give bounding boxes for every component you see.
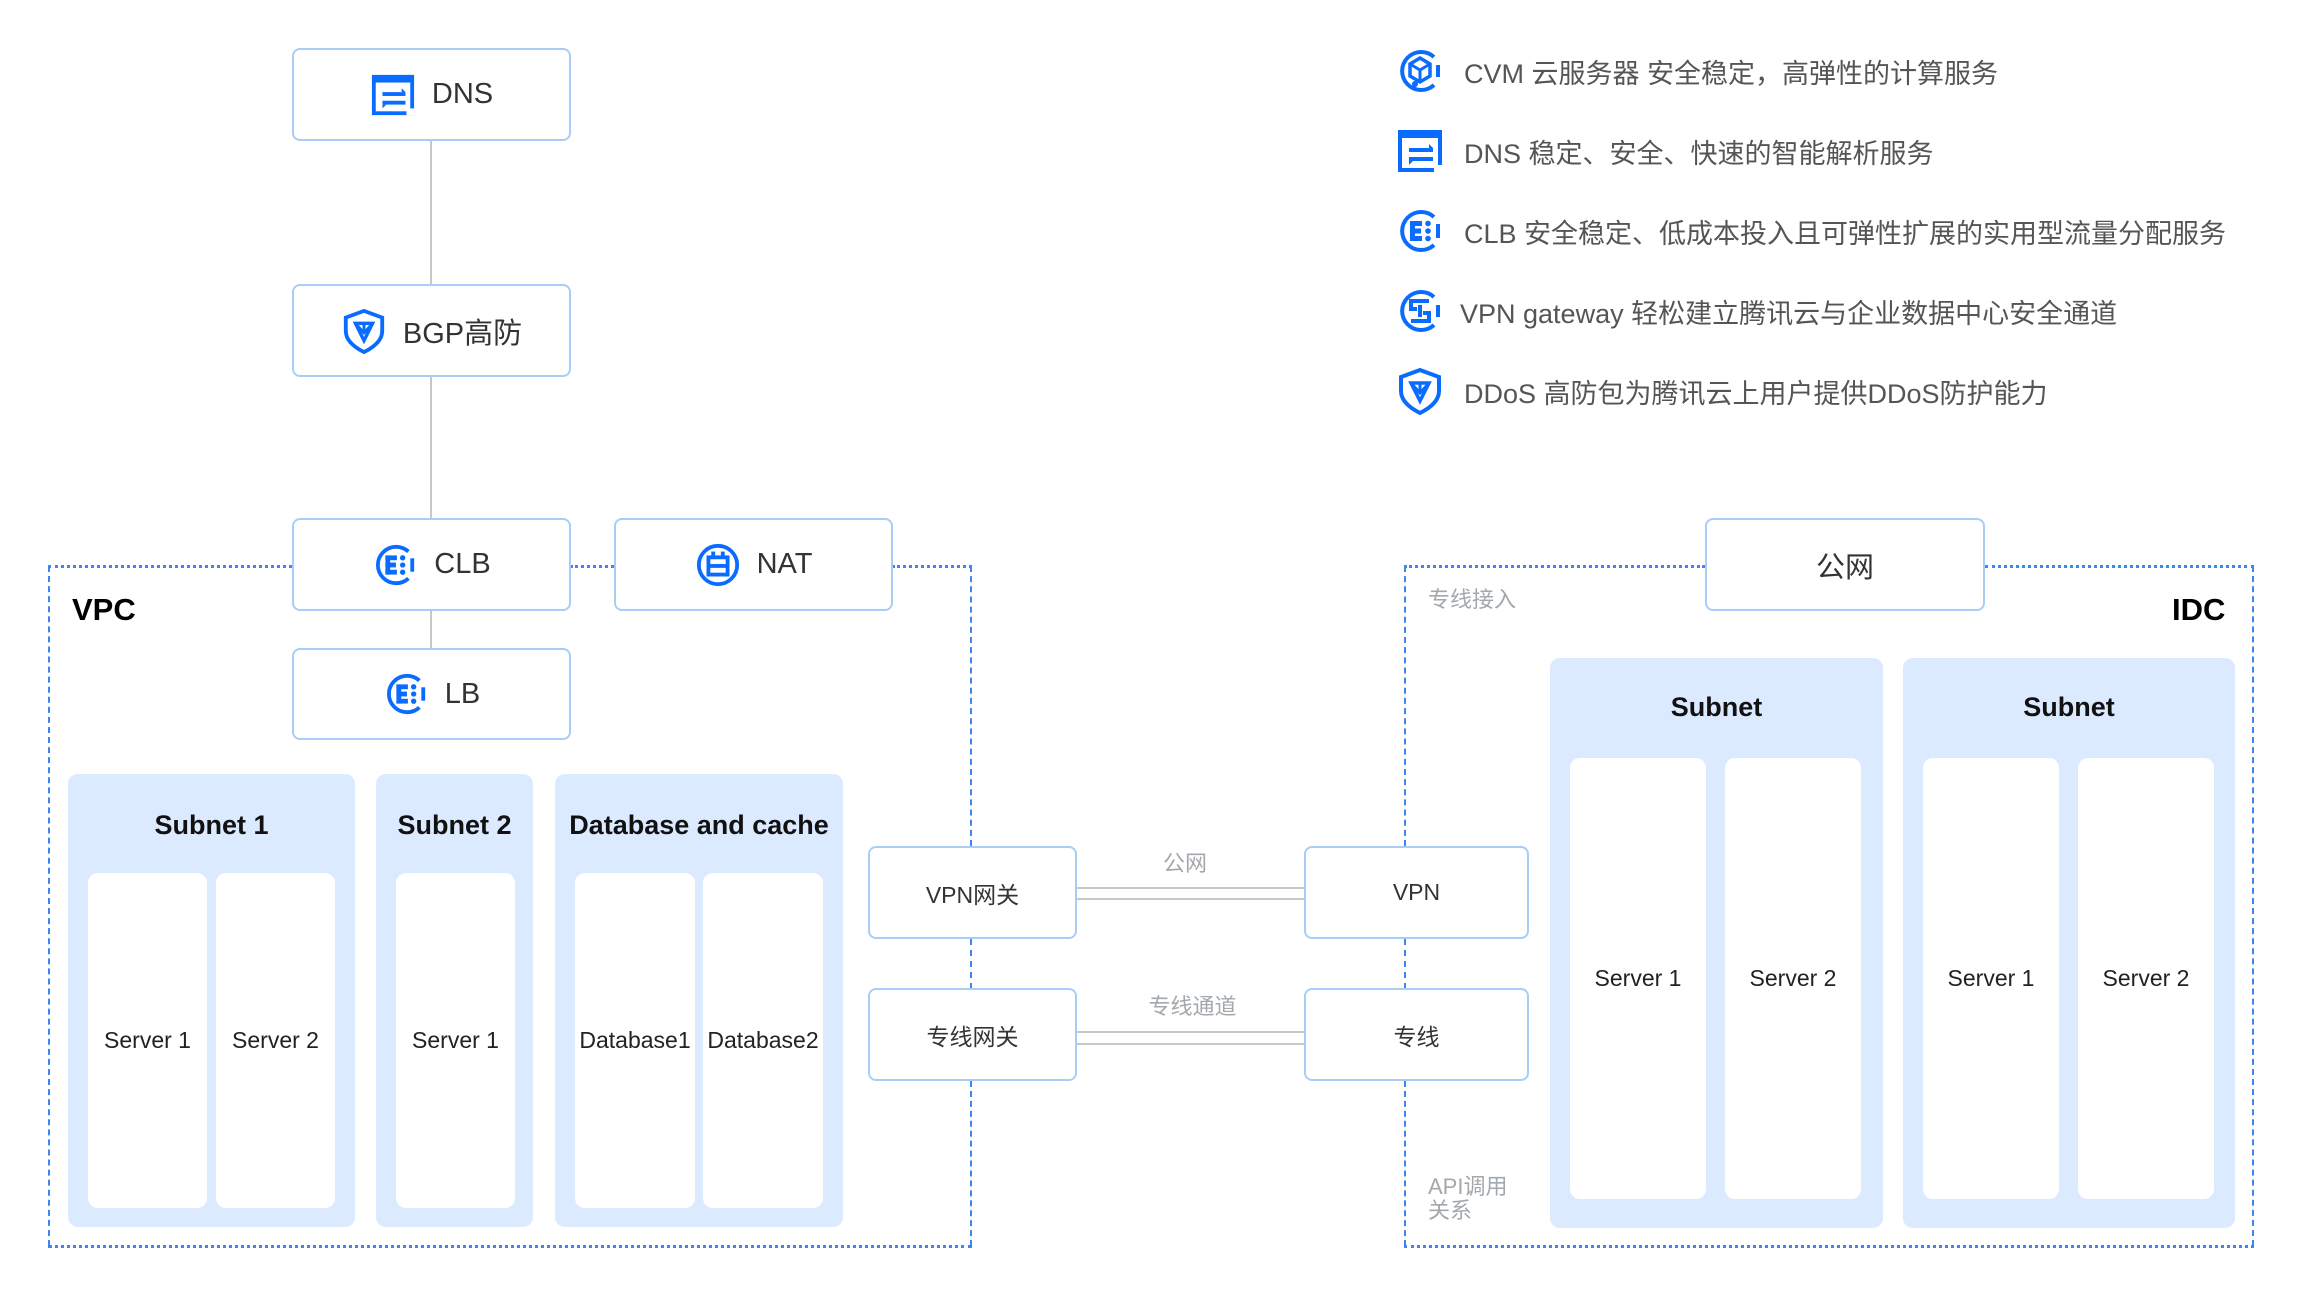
server-node[interactable]: Server 1 bbox=[1570, 758, 1706, 1199]
public-link-line bbox=[1077, 887, 1304, 889]
public-link-label: 公网 bbox=[1162, 851, 1207, 876]
legend-item-cvm: CVM 云服务器 安全稳定，高弹性的计算服务 bbox=[1396, 47, 1998, 95]
subnet-title: Subnet 2 bbox=[397, 810, 512, 840]
dns-icon bbox=[370, 72, 416, 118]
legend-item-clb: CLB 安全稳定、低成本投入且可弹性扩展的实用型流量分配服务 bbox=[1396, 207, 2226, 255]
ddos-shield-icon bbox=[1396, 367, 1444, 415]
lb-icon bbox=[383, 671, 429, 717]
public-link-line bbox=[1077, 898, 1304, 900]
server-node[interactable]: Server 1 bbox=[1923, 758, 2059, 1199]
dns-node-label: DNS bbox=[431, 78, 494, 110]
direct-link-line bbox=[1077, 1031, 1304, 1033]
clb-node-label: CLB bbox=[434, 548, 491, 580]
clb-node[interactable]: CLB bbox=[292, 518, 571, 611]
clb-icon bbox=[372, 542, 418, 588]
vpc-label: VPC bbox=[72, 592, 136, 627]
clb-icon bbox=[1396, 207, 1444, 255]
legend-text: CVM 云服务器 安全稳定，高弹性的计算服务 bbox=[1464, 58, 1999, 89]
vpn-node[interactable]: VPN bbox=[1304, 846, 1529, 939]
shield-icon bbox=[341, 308, 387, 354]
vpc-database-cache[interactable]: Database and cache Database1 Database2 bbox=[555, 774, 843, 1227]
bgp-node-label: BGP高防 bbox=[402, 317, 523, 350]
database-node[interactable]: Database1 bbox=[575, 873, 695, 1208]
idc-public-net-node[interactable]: 公网 bbox=[1705, 518, 1985, 611]
connector-bgp-clb bbox=[430, 376, 432, 519]
subnet-title: Subnet 1 bbox=[154, 810, 269, 840]
server-node[interactable]: Server 2 bbox=[1725, 758, 1861, 1199]
direct-gateway-node[interactable]: 专线网关 bbox=[868, 988, 1077, 1081]
subnet-title: Database and cache bbox=[569, 810, 829, 840]
vpn-gateway-node[interactable]: VPN网关 bbox=[868, 846, 1077, 939]
server-node[interactable]: Server 1 bbox=[88, 873, 207, 1208]
api-relation-note: API调用 关系 bbox=[1428, 1175, 1507, 1223]
legend-item-vpn-gateway: VPN gateway 轻松建立腾讯云与企业数据中心安全通道 bbox=[1396, 287, 2117, 335]
dns-icon bbox=[1396, 127, 1444, 175]
idc-subnet-2[interactable]: Subnet Server 1 Server 2 bbox=[1903, 658, 2235, 1228]
dns-node[interactable]: DNS bbox=[292, 48, 571, 141]
server-node[interactable]: Server 2 bbox=[2078, 758, 2214, 1199]
nat-node-label: NAT bbox=[756, 548, 813, 580]
server-node[interactable]: Server 2 bbox=[216, 873, 335, 1208]
direct-line-node[interactable]: 专线 bbox=[1304, 988, 1529, 1081]
direct-link-line bbox=[1077, 1043, 1304, 1045]
legend-item-ddos: DDoS 高防包为腾讯云上用户提供DDoS防护能力 bbox=[1396, 367, 2048, 415]
vpc-subnet-2[interactable]: Subnet 2 Server 1 bbox=[376, 774, 533, 1227]
vpn-gateway-icon bbox=[1396, 287, 1444, 335]
api-relation-note-line2: 关系 bbox=[1428, 1198, 1473, 1223]
legend-text: DNS 稳定、安全、快速的智能解析服务 bbox=[1464, 138, 1934, 169]
connector-clb-lb bbox=[430, 610, 432, 649]
connector-dns-bgp bbox=[430, 141, 432, 285]
idc-subnet-1[interactable]: Subnet Server 1 Server 2 bbox=[1550, 658, 1883, 1228]
legend-text: VPN gateway 轻松建立腾讯云与企业数据中心安全通道 bbox=[1460, 298, 2118, 329]
direct-access-note: 专线接入 bbox=[1428, 587, 1517, 612]
nat-icon bbox=[695, 542, 741, 588]
legend-text: CLB 安全稳定、低成本投入且可弹性扩展的实用型流量分配服务 bbox=[1464, 218, 2227, 249]
lb-node-label: LB bbox=[444, 677, 481, 710]
legend-text: DDoS 高防包为腾讯云上用户提供DDoS防护能力 bbox=[1464, 378, 2048, 409]
subnet-title: Subnet bbox=[1670, 692, 1763, 722]
nat-node[interactable]: NAT bbox=[614, 518, 893, 611]
direct-link-label: 专线通道 bbox=[1148, 994, 1237, 1019]
legend-item-dns: DNS 稳定、安全、快速的智能解析服务 bbox=[1396, 127, 1934, 175]
vpc-subnet-1[interactable]: Subnet 1 Server 1 Server 2 bbox=[68, 774, 355, 1227]
api-relation-note-line1: API调用 bbox=[1428, 1174, 1508, 1199]
bgp-node[interactable]: BGP高防 bbox=[292, 284, 571, 377]
cvm-icon bbox=[1396, 47, 1444, 95]
idc-label: IDC bbox=[2172, 592, 2226, 627]
database-node[interactable]: Database2 bbox=[703, 873, 823, 1208]
server-node[interactable]: Server 1 bbox=[396, 873, 515, 1208]
lb-node[interactable]: LB bbox=[292, 648, 571, 740]
subnet-title: Subnet bbox=[2023, 692, 2115, 722]
